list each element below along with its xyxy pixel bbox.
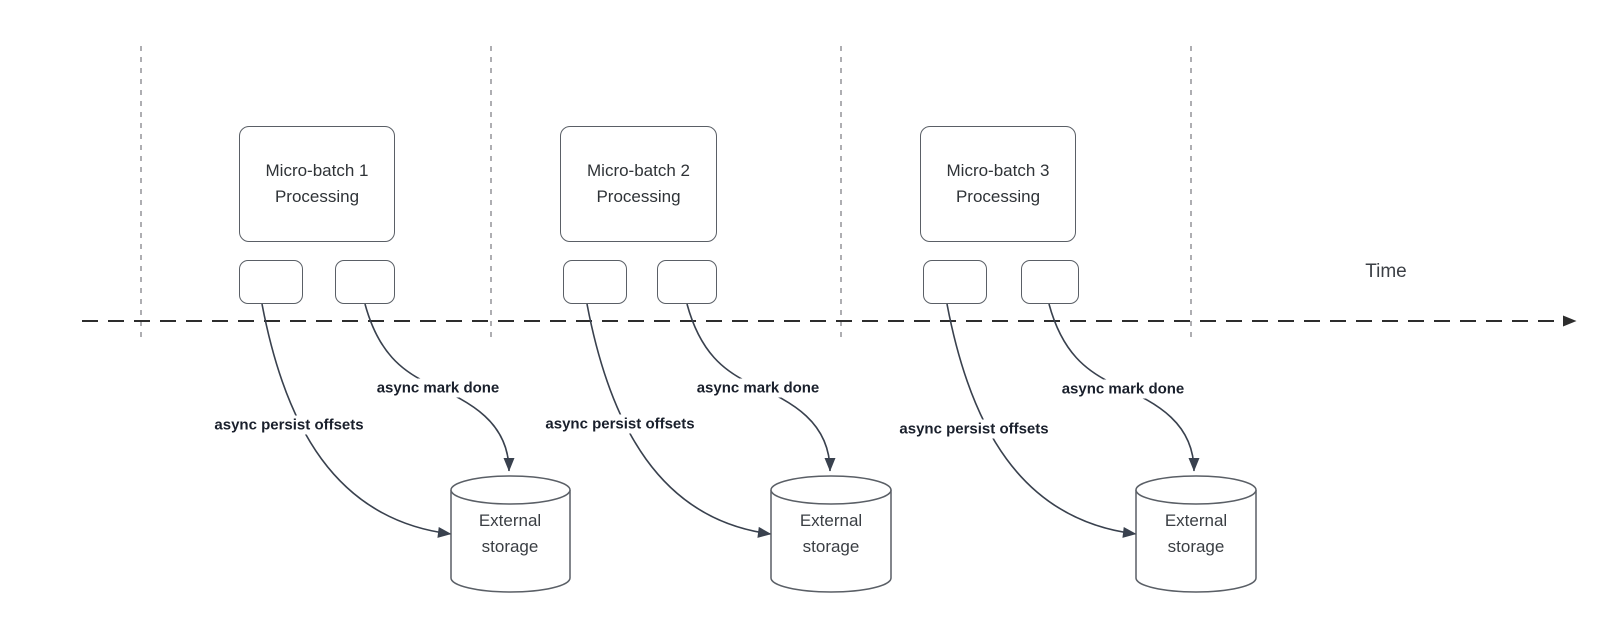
cylinder-body [1135, 490, 1257, 593]
micro-batch-3-box: Micro-batch 3 Processing [920, 126, 1076, 242]
persist-task-box-1 [239, 260, 303, 304]
mark-done-task-box-2 [657, 260, 717, 304]
cylinder-body [770, 490, 892, 593]
micro-batch-1-title: Micro-batch 1 Processing [265, 161, 369, 206]
persist-offsets-label-2: async persist offsets [541, 414, 699, 434]
time-axis-label: Time [1365, 261, 1407, 282]
mark-done-task-box-1 [335, 260, 395, 304]
micro-batch-1-box: Micro-batch 1 Processing [239, 126, 395, 242]
persist-offsets-arrow-1 [261, 303, 452, 538]
persist-offsets-arrow-3 [946, 303, 1137, 538]
external-storage-label-2: External storage [799, 511, 863, 556]
mark-done-task-box-3 [1021, 260, 1079, 304]
external-storage-label-3: External storage [1164, 511, 1228, 556]
cylinder-body [450, 490, 571, 593]
persist-task-box-3 [923, 260, 987, 304]
persist-offsets-label-3: async persist offsets [895, 419, 1053, 439]
cylinder-top [450, 475, 571, 505]
storage-cylinder-2 [770, 475, 892, 593]
mark-done-label-3: async mark done [1057, 379, 1189, 399]
cylinder-top [770, 475, 892, 505]
mark-done-label-2: async mark done [692, 378, 824, 398]
storage-cylinder-3 [1135, 475, 1257, 593]
micro-batch-3-title: Micro-batch 3 Processing [946, 161, 1050, 206]
persist-task-box-2 [563, 260, 627, 304]
storage-cylinder-1 [450, 475, 571, 593]
micro-batch-2-box: Micro-batch 2 Processing [560, 126, 717, 242]
persist-offsets-label-1: async persist offsets [210, 415, 368, 435]
cylinder-top [1135, 475, 1257, 505]
mark-done-label-1: async mark done [372, 378, 504, 398]
micro-batch-2-title: Micro-batch 2 Processing [587, 161, 690, 206]
persist-offsets-arrow-2 [586, 303, 772, 538]
external-storage-label-1: External storage [478, 511, 542, 556]
